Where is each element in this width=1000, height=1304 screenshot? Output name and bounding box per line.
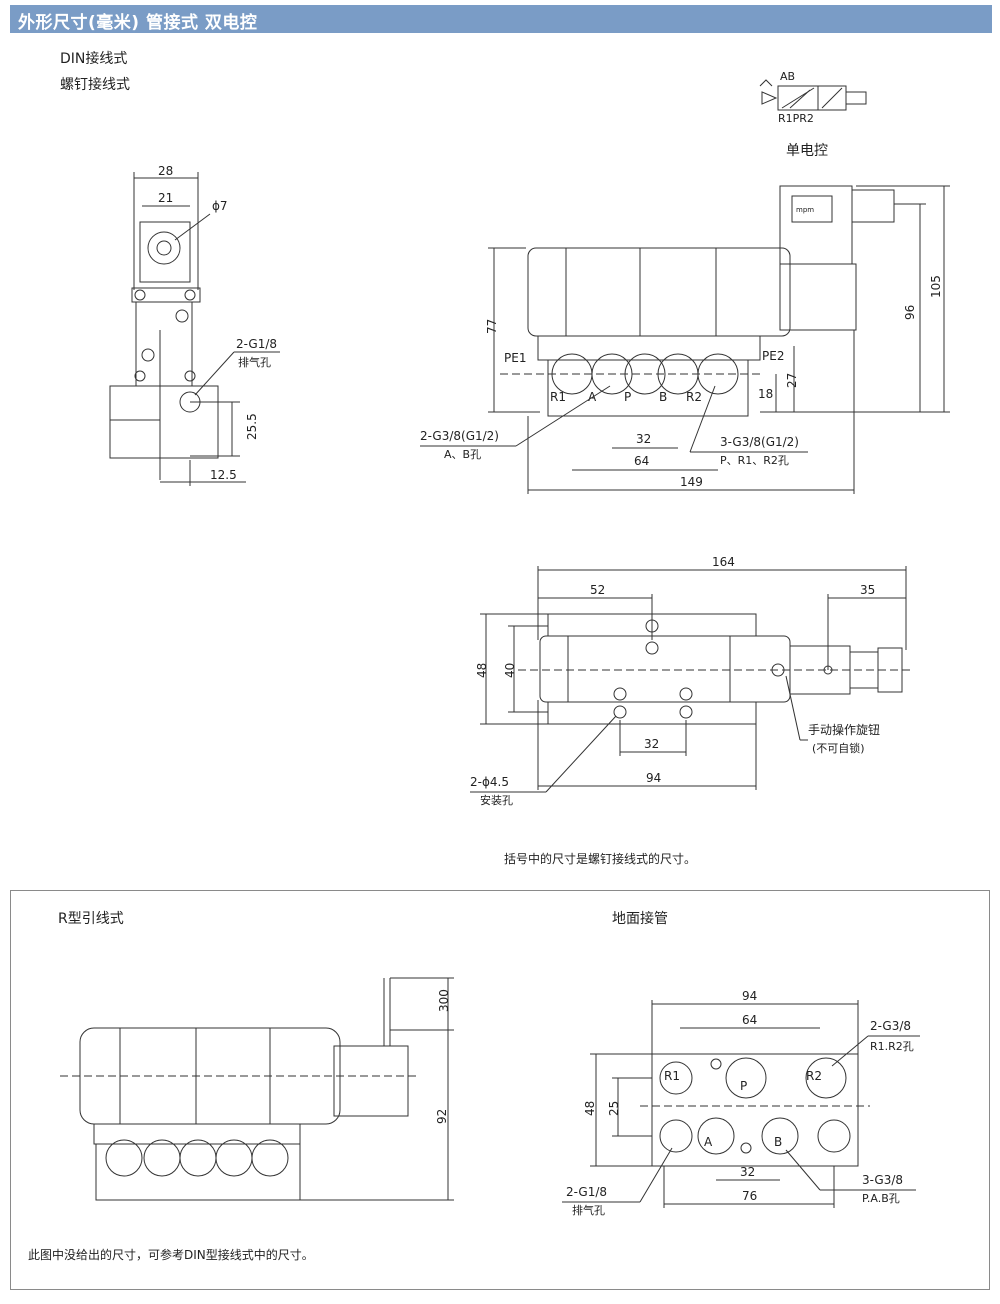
dim-21: 21	[158, 191, 173, 205]
dim-27: 27	[785, 373, 799, 388]
dim-40: 40	[503, 663, 517, 678]
phi45-spec: 2-ϕ4.5	[470, 775, 509, 789]
front-view: mpm R1 A P B R2 PE1 PE2 77 96 105 27 18 …	[420, 185, 950, 494]
pe2-label: PE2	[762, 349, 784, 363]
dim-48: 48	[475, 663, 489, 678]
r-type-label: R型引线式	[58, 911, 124, 927]
top-view: 164 52 35 48 40 32	[470, 555, 910, 807]
port-b: B	[659, 390, 667, 404]
floor-pab-label: P.A.B孔	[862, 1192, 900, 1205]
floor-view: R1 P R2 A B 94 64 48 25 32 76 2-G3/8 R1.…	[562, 989, 920, 1217]
dim-96: 96	[903, 305, 917, 320]
dim-12-5: 12.5	[210, 468, 237, 482]
top-dim-32: 32	[644, 737, 659, 751]
r-type-panel	[10, 890, 990, 1290]
floor-dim-25: 25	[607, 1101, 621, 1116]
dim-92: 92	[435, 1109, 449, 1124]
r-type-view: 300 92	[60, 977, 454, 1201]
note-top: 括号中的尺寸是螺钉接线式的尺寸。	[504, 852, 697, 866]
g38-p-spec: 3-G3/8(G1/2)	[720, 435, 799, 449]
ab-hole-label: A、B孔	[444, 448, 481, 461]
port-p: P	[624, 390, 631, 404]
dim-105: 105	[929, 275, 943, 298]
dim-28: 28	[158, 164, 173, 178]
g38-ab-spec: 2-G3/8(G1/2)	[420, 429, 499, 443]
dim-149: 149	[680, 475, 703, 489]
screw-label: 螺钉接线式	[60, 77, 130, 93]
floor-port-b: B	[774, 1135, 782, 1149]
dim-35: 35	[860, 583, 875, 597]
front-dim-64: 64	[634, 454, 649, 468]
floor-label: 地面接管	[612, 911, 668, 927]
mount-hole-label: 安装孔	[480, 793, 513, 807]
floor-r1r2-label: R1.R2孔	[870, 1040, 914, 1053]
note-bottom: 此图中没给出的尺寸，可参考DIN型接线式中的尺寸。	[28, 1248, 314, 1262]
floor-port-r1: R1	[664, 1069, 680, 1083]
dim-77: 77	[485, 319, 499, 334]
floor-port-a: A	[704, 1135, 713, 1149]
floor-g18-spec: 2-G1/8	[566, 1185, 607, 1199]
floor-dim-76: 76	[742, 1189, 757, 1203]
floor-dim-94: 94	[742, 989, 757, 1003]
top-dim-94: 94	[646, 771, 661, 785]
floor-dim-48: 48	[583, 1101, 597, 1116]
mpm-mark: mpm	[796, 206, 814, 214]
floor-dim-32: 32	[740, 1165, 755, 1179]
section-header: 外形尺寸(毫米) 管接式 双电控	[10, 5, 992, 33]
dim-phi7: ϕ7	[212, 199, 228, 213]
side-exhaust: 排气孔	[238, 355, 271, 369]
dim-18: 18	[758, 387, 773, 401]
port-r2: R2	[686, 390, 702, 404]
dim-25-5: 25.5	[245, 413, 259, 440]
single-control-label: 单电控	[786, 143, 828, 159]
front-dim-32: 32	[636, 432, 651, 446]
p-hole-label: P、R1、R2孔	[720, 454, 789, 467]
side-view: 28 21 ϕ7 25.5 12.5 2-G1/8 排气孔	[109, 164, 280, 486]
section-title: 外形尺寸(毫米) 管接式 双电控	[18, 13, 258, 33]
floor-port-p: P	[740, 1079, 747, 1093]
floor-port-r2: R2	[806, 1069, 822, 1083]
floor-g38-spec: 2-G3/8	[870, 1019, 911, 1033]
pe1-label: PE1	[504, 351, 526, 365]
symbol-r1pr2: R1PR2	[778, 112, 814, 125]
dim-52: 52	[590, 583, 605, 597]
dim-164: 164	[712, 555, 735, 569]
manual-knob-label: 手动操作旋钮	[808, 722, 880, 737]
floor-exhaust-label: 排气孔	[572, 1203, 605, 1217]
floor-g38-pab-spec: 3-G3/8	[862, 1173, 903, 1187]
port-r1: R1	[550, 390, 566, 404]
floor-dim-64: 64	[742, 1013, 757, 1027]
no-lock-label: (不可自锁)	[812, 741, 865, 755]
din-label: DIN接线式	[60, 51, 128, 67]
valve-symbol: AB R1PR2	[759, 70, 867, 125]
dim-300: 300	[437, 989, 451, 1012]
symbol-ab: AB	[780, 70, 795, 83]
side-g18: 2-G1/8	[236, 337, 277, 351]
